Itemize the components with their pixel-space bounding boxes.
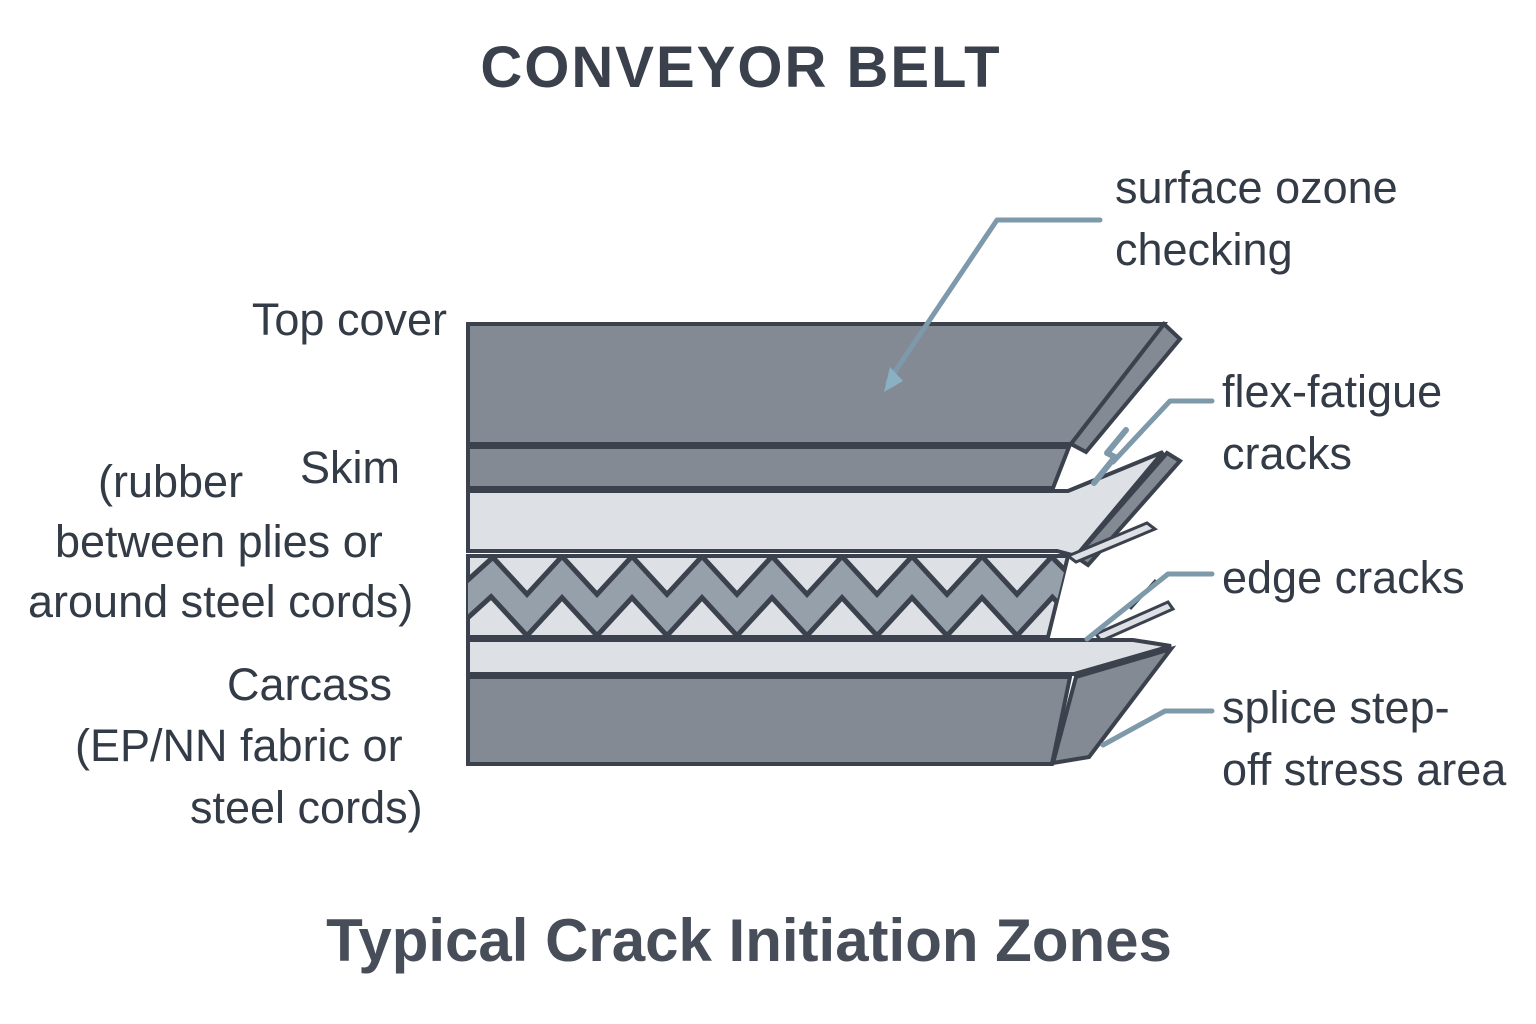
ply-zigzag-pattern xyxy=(468,556,1068,637)
skim-description-line-1: (rubber xyxy=(98,456,244,507)
annotation-flex-fatigue-cracks: flex-fatigue cracks xyxy=(1222,366,1443,479)
skim-description-line-2: between plies or xyxy=(55,516,383,567)
skim-label: Skim xyxy=(300,442,400,493)
carcass-label: Carcass xyxy=(227,659,393,710)
leader-edge-cracks xyxy=(1084,571,1215,642)
annotation-edge-cracks: edge cracks xyxy=(1222,552,1465,603)
ply-end-sliver xyxy=(1065,521,1158,564)
top-cover-end-cap xyxy=(1067,321,1183,455)
top-cover-front-face xyxy=(466,445,1072,490)
annotation-splice-step-off: splice step- off stress area xyxy=(1222,682,1507,795)
top-cover-layer xyxy=(466,321,1183,490)
carcass-front-face xyxy=(466,675,1073,766)
edge-crack-slivers xyxy=(1093,578,1176,643)
carcass-top-face xyxy=(466,638,1172,676)
leader-lines xyxy=(884,217,1215,748)
top-cover-top-face xyxy=(466,322,1169,446)
top-cover-label: Top cover xyxy=(251,294,447,345)
carcass-description-line-1: (EP/NN fabric or xyxy=(75,720,403,771)
arrowhead-surface-ozone xyxy=(884,367,903,392)
diagram-caption: Typical Crack Initiation Zones xyxy=(326,907,1172,974)
leader-surface-ozone xyxy=(885,217,1103,385)
diagram-title: CONVEYOR BELT xyxy=(480,35,1002,100)
leader-splice xyxy=(1100,708,1215,748)
annotation-surface-ozone-checking: surface ozone checking xyxy=(1115,162,1398,275)
skim-end-cap xyxy=(1072,450,1184,568)
flex-fatigue-crack-bolt-icon xyxy=(1091,427,1129,486)
carcass-description-line-2: steel cords) xyxy=(190,782,423,833)
leader-flex-fatigue xyxy=(1110,398,1215,465)
fabric-ply-layer xyxy=(466,521,1158,639)
carcass-layer xyxy=(466,638,1177,766)
carcass-end-cap xyxy=(1050,645,1177,766)
skim-description-line-3: around steel cords) xyxy=(28,576,414,627)
